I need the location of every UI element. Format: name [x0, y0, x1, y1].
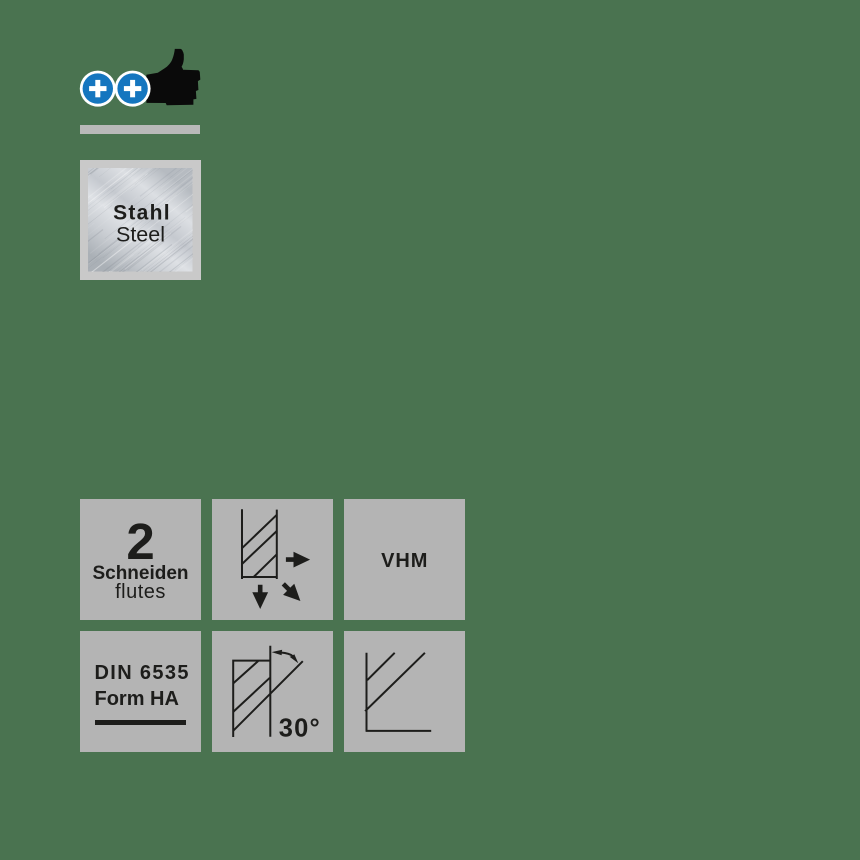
svg-text:Steel: Steel — [116, 223, 165, 247]
svg-text:30°: 30° — [279, 715, 321, 743]
svg-text:Stahl: Stahl — [113, 202, 171, 225]
